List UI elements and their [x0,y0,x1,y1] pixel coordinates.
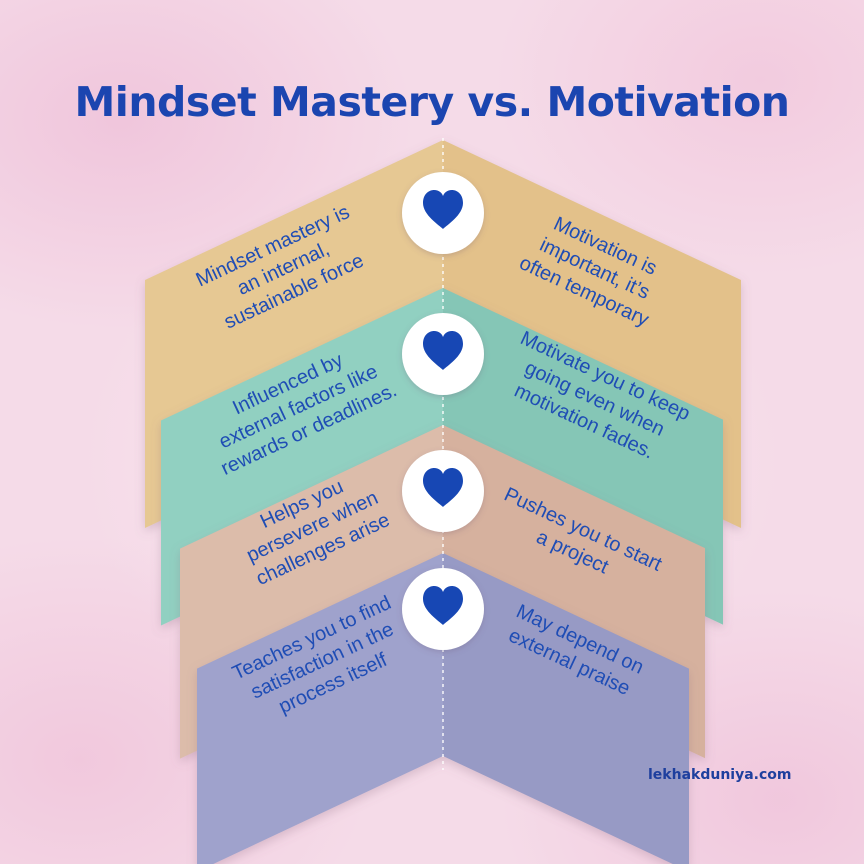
heart-icon [423,586,463,625]
heart-icon [423,468,463,507]
motivation-band [443,553,689,864]
comparison-row [197,553,689,864]
heart-badge [402,313,484,395]
heart-badge [402,172,484,254]
heart-icon [423,331,463,370]
heart-badge [402,450,484,532]
mindset-band [197,553,443,864]
heart-badge [402,568,484,650]
heart-icon [423,190,463,229]
footer-website: lekhakduniya.com [648,767,792,783]
page-title: Mindset Mastery vs. Motivation [74,78,790,126]
